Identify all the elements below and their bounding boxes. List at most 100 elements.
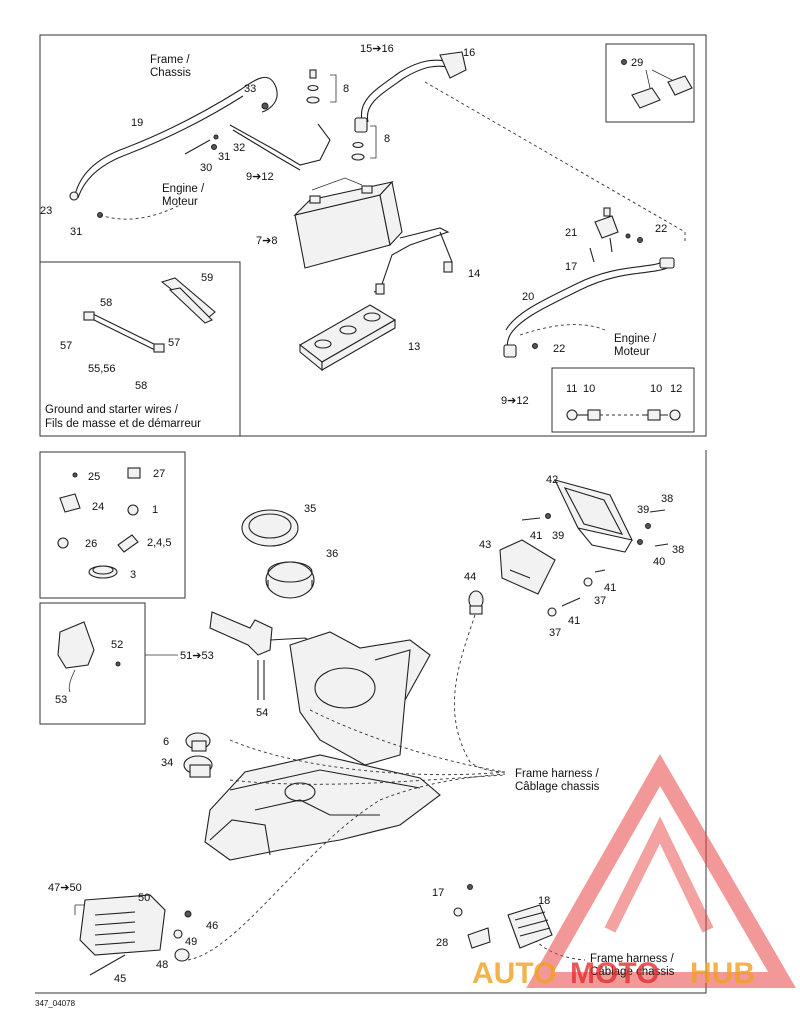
label-32: 32	[233, 142, 245, 154]
headlight-43	[499, 539, 556, 595]
fuse-holder-29	[631, 87, 661, 109]
ground-wire-9-12	[566, 409, 681, 421]
label-35: 35	[304, 503, 316, 515]
label-34: 34	[161, 757, 173, 769]
label-33: 33	[244, 83, 256, 95]
label-52: 52	[111, 639, 123, 651]
label-22a: 22	[655, 223, 667, 235]
socket-34	[183, 755, 213, 778]
label-22b: 22	[553, 343, 565, 355]
label-31b: 31	[70, 226, 82, 238]
label-10a: 10	[583, 383, 595, 395]
caption-engine-2a: Engine /	[614, 333, 657, 345]
label-41c: 41	[568, 615, 580, 627]
battery-tray-13	[299, 304, 397, 372]
label-50: 50	[138, 892, 150, 904]
body-fairing	[289, 631, 431, 766]
connector-6	[185, 732, 211, 752]
label-12: 12	[670, 383, 682, 395]
caption-engine-1a: Engine /	[162, 183, 205, 195]
label-23: 23	[40, 205, 52, 217]
label-13: 13	[408, 341, 420, 353]
bulb-44	[468, 590, 484, 615]
label-3: 3	[130, 569, 136, 581]
caption-frame-harness-1a: Frame harness /	[515, 768, 600, 780]
rectifier-18	[507, 904, 553, 949]
label-2-4-5: 2,4,5	[147, 537, 171, 549]
label-41b: 41	[604, 582, 616, 594]
watermark-auto: AUTO	[472, 957, 556, 990]
label-36: 36	[326, 548, 338, 560]
caption-frame-harness-1b: Câblage chassis	[515, 781, 600, 793]
label-15to16: 15➔16	[360, 43, 394, 55]
drawing-code: 347_04078	[35, 999, 76, 1008]
label-54: 54	[256, 707, 268, 719]
label-55-56: 55,56	[88, 363, 116, 375]
label-40: 40	[653, 556, 665, 568]
label-16: 16	[463, 47, 475, 59]
watermark-text: AUTO MOTO HUB	[472, 957, 755, 990]
starter-solenoid-21	[589, 207, 643, 263]
captions: Frame / Chassis Engine / Moteur Engine /…	[35, 54, 675, 1008]
label-57a: 57	[60, 340, 72, 352]
label-8a: 8	[343, 83, 349, 95]
clamp-28	[467, 927, 491, 949]
label-41a: 41	[530, 530, 542, 542]
cable-55-56	[83, 311, 165, 353]
label-6: 6	[163, 736, 169, 748]
label-59: 59	[201, 272, 213, 284]
label-48: 48	[156, 959, 168, 971]
starter-cable-15-16	[360, 59, 451, 121]
label-28: 28	[436, 937, 448, 949]
label-57b: 57	[168, 337, 180, 349]
label-19: 19	[131, 117, 143, 129]
label-9to12b: 9➔12	[501, 395, 529, 407]
label-7to8: 7➔8	[256, 235, 277, 247]
ground-wire-19	[74, 76, 278, 196]
label-37b: 37	[549, 627, 561, 639]
part-number-labels: 19 33 32 31 30 23 31 8 8 9➔12 7➔8 15➔16 …	[40, 43, 684, 985]
caption-frame-chassis-1: Frame /	[150, 54, 190, 66]
label-58b: 58	[135, 380, 147, 392]
label-9to12a: 9➔12	[246, 171, 274, 183]
label-20: 20	[522, 291, 534, 303]
caption-frame-harness-2a: Frame harness /	[590, 953, 675, 965]
label-21: 21	[565, 227, 577, 239]
label-11: 11	[566, 383, 577, 395]
voltage-regulator-47-50	[79, 894, 166, 956]
label-31a: 31	[218, 151, 230, 163]
label-51to53: 51➔53	[180, 650, 214, 662]
label-27: 27	[153, 468, 165, 480]
label-25: 25	[88, 471, 100, 483]
clip-set	[57, 467, 141, 579]
label-1: 1	[152, 504, 158, 516]
label-17b: 17	[432, 887, 444, 899]
caption-engine-1b: Moteur	[162, 196, 198, 208]
label-53: 53	[55, 694, 67, 706]
label-42: 42	[546, 474, 558, 486]
watermark-hub: HUB	[690, 957, 755, 990]
crimping-tool-59	[160, 277, 216, 324]
label-37a: 37	[594, 595, 606, 607]
ring-35	[241, 509, 299, 547]
watermark-triangle	[526, 753, 796, 988]
bottom-panel	[35, 450, 796, 994]
label-39b: 39	[552, 530, 564, 542]
label-58a: 58	[100, 297, 112, 309]
watermark-moto: MOTO	[570, 957, 659, 990]
battery-7-8	[293, 177, 403, 269]
caption-engine-2b: Moteur	[614, 346, 650, 358]
caption-frame-harness-2b: Câblage chassis	[590, 966, 675, 978]
label-8b: 8	[384, 133, 390, 145]
label-44: 44	[464, 571, 476, 583]
label-14: 14	[468, 268, 480, 280]
label-10b: 10	[650, 383, 662, 395]
label-39a: 39	[637, 504, 649, 516]
fastener-stack-8	[306, 69, 377, 161]
top-panel	[39, 34, 707, 437]
label-43: 43	[479, 539, 491, 551]
handlebar-switch-53	[57, 621, 95, 669]
label-17a: 17	[565, 261, 577, 273]
label-38a: 38	[661, 493, 673, 505]
